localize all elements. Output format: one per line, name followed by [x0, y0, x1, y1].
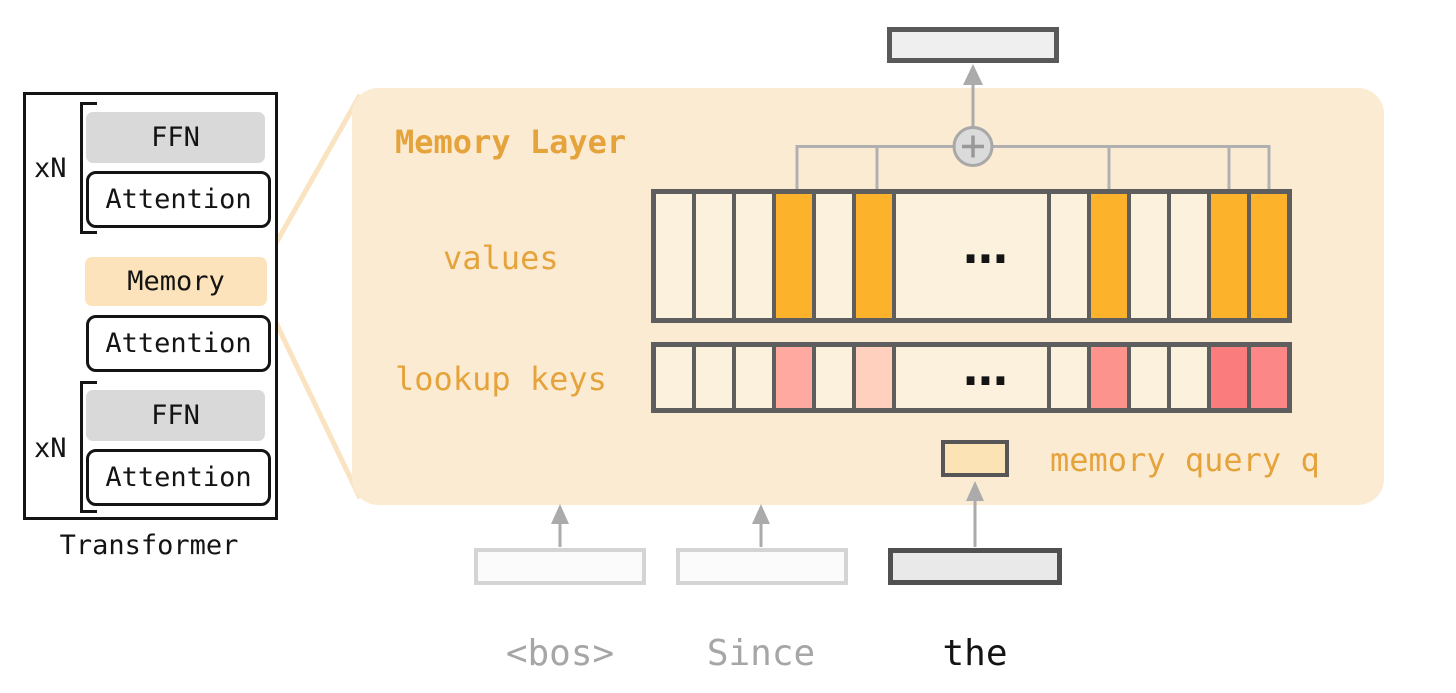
value-cell	[656, 194, 692, 318]
memory-block: Memory	[85, 257, 267, 306]
ellipsis-dots: ...	[956, 219, 1015, 275]
lookup-key-cell	[856, 347, 892, 408]
bos-embedding-box	[474, 548, 646, 585]
lookup-key-cell	[1051, 347, 1087, 408]
attention-top-block: Attention	[86, 171, 271, 228]
token-label-bos: <bos>	[505, 633, 615, 674]
value-cell	[696, 194, 732, 318]
zoom-connector-bottom-line	[264, 302, 363, 500]
lookup-key-cell	[1211, 347, 1247, 408]
repeat-count-top: xN	[34, 153, 67, 184]
lookup-key-cell	[696, 347, 732, 408]
lookup-key-cell	[1171, 347, 1207, 408]
memory-query-label: memory query q	[1050, 441, 1320, 479]
values-row: ...	[651, 189, 1292, 323]
repeat-count-bottom: xN	[34, 433, 67, 464]
output-embedding-box	[887, 27, 1059, 63]
value-cell-ellipsis: ...	[896, 194, 1047, 318]
lookup-key-cell	[816, 347, 852, 408]
value-cell	[1211, 194, 1247, 318]
value-cell	[816, 194, 852, 318]
bos-arrowhead-icon	[551, 504, 569, 524]
memory-layer-title: Memory Layer	[395, 123, 627, 161]
value-cell	[1091, 194, 1127, 318]
lookup-keys-row-label: lookup keys	[395, 360, 607, 398]
lookup-key-cell	[656, 347, 692, 408]
attention-middle-block: Attention	[86, 315, 271, 372]
ellipsis-dots: ...	[956, 340, 1015, 397]
lookup-key-cell	[736, 347, 772, 408]
ffn-bottom-block: FFN	[86, 390, 265, 441]
since-embedding-box	[676, 548, 848, 585]
token-label-the: the	[942, 633, 1008, 674]
attention-bottom-block: Attention	[86, 449, 271, 506]
since-arrowhead-icon	[752, 504, 770, 524]
values-row-label: values	[443, 239, 559, 277]
lookup-key-cell	[776, 347, 812, 408]
the-embedding-box	[888, 548, 1062, 585]
token-label-since: Since	[706, 633, 816, 674]
value-cell	[1171, 194, 1207, 318]
value-cell	[736, 194, 772, 318]
lookup-key-cell	[1091, 347, 1127, 408]
sum-output-arrowhead-icon	[963, 64, 983, 85]
value-cell	[1051, 194, 1087, 318]
value-cell	[1131, 194, 1167, 318]
lookup-keys-row: ...	[651, 342, 1292, 413]
zoom-connector-top-line	[264, 93, 363, 261]
repeat-bracket-top-icon	[80, 102, 97, 234]
lookup-key-cell	[1131, 347, 1167, 408]
lookup-key-cell	[1251, 347, 1287, 408]
transformer-caption: Transformer	[59, 530, 239, 561]
repeat-bracket-bottom-icon	[80, 381, 97, 513]
value-cell	[776, 194, 812, 318]
memory-query-box	[941, 440, 1009, 477]
lookup-key-cell-ellipsis: ...	[896, 340, 1047, 408]
ffn-top-block: FFN	[86, 112, 265, 163]
value-cell	[856, 194, 892, 318]
value-cell	[1251, 194, 1287, 318]
